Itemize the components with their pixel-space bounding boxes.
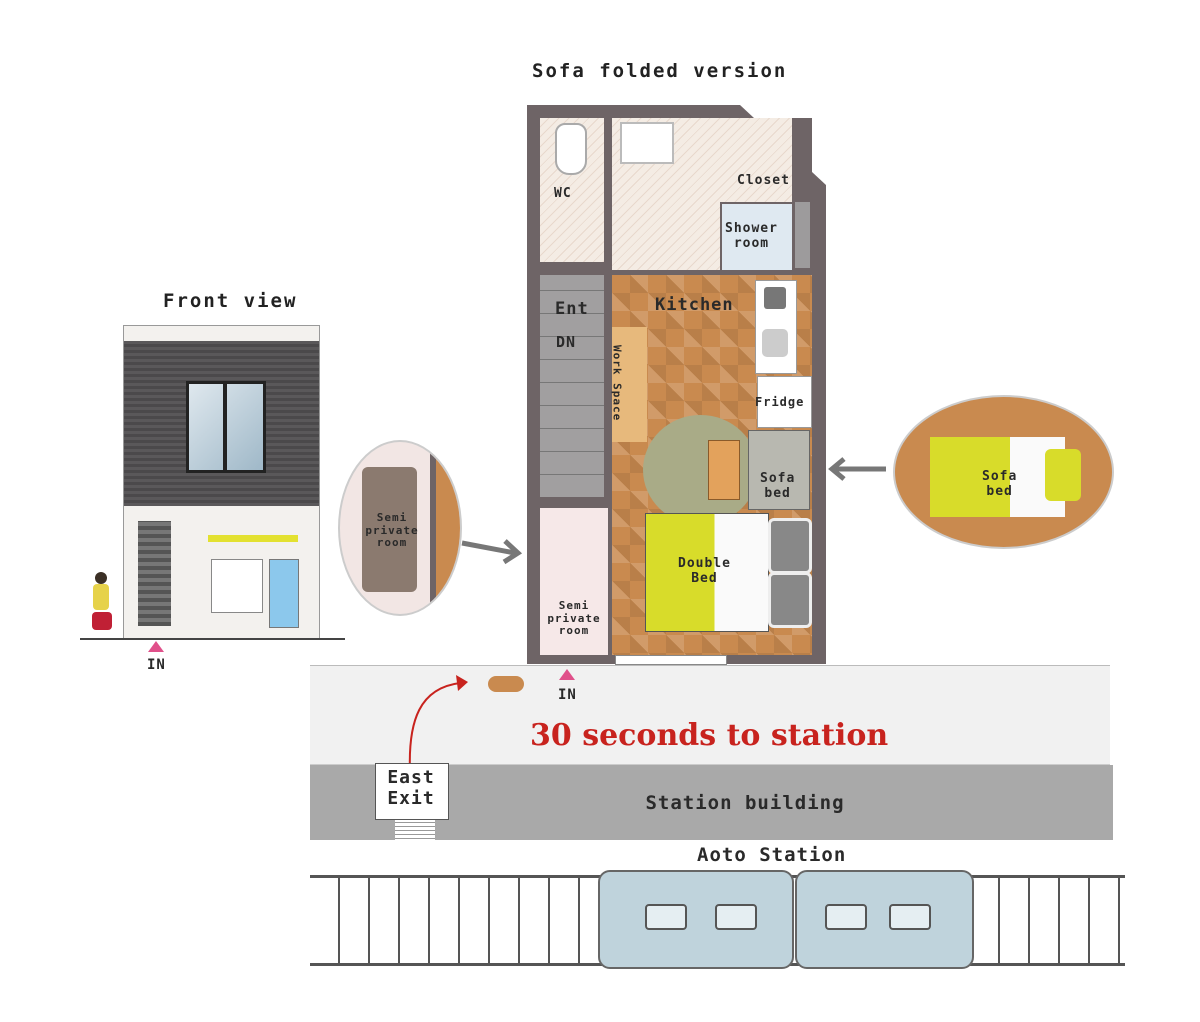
station-name: Aoto Station bbox=[697, 844, 847, 866]
semi-private-room bbox=[540, 508, 608, 655]
detail-sofa-line2: bed bbox=[986, 483, 1013, 499]
route-arrow-icon bbox=[408, 675, 468, 773]
sofa-label-line1: Sofa bbox=[760, 471, 796, 486]
train-car bbox=[598, 870, 794, 969]
ent-label: Ent bbox=[555, 299, 589, 319]
dn-label: DN bbox=[556, 333, 577, 351]
work-space-label: Work Space bbox=[610, 345, 624, 422]
shop-window bbox=[211, 559, 263, 613]
work-label-line1: Work bbox=[610, 345, 624, 376]
in-marker-plan-icon bbox=[559, 669, 575, 680]
closet-label: Closet bbox=[737, 173, 790, 188]
arrow-right-icon bbox=[461, 539, 523, 565]
round-rug bbox=[643, 415, 758, 525]
semi-label-line3: room bbox=[558, 624, 590, 638]
kitchen-label: Kitchen bbox=[655, 295, 734, 315]
fridge-label: Fridge bbox=[755, 395, 805, 409]
in-marker-icon bbox=[148, 641, 164, 652]
plan-in-label: IN bbox=[558, 687, 577, 703]
shower-label-line2: room bbox=[733, 235, 770, 251]
east-exit-line2: Exit bbox=[387, 787, 435, 809]
station-building-label: Station building bbox=[645, 792, 845, 814]
double-bed bbox=[645, 513, 769, 632]
upper-window bbox=[186, 381, 266, 473]
walker-figure bbox=[488, 676, 524, 692]
detail-sofa-line1: Sofa bbox=[982, 469, 1018, 484]
bed-label-line1: Double bbox=[678, 556, 731, 571]
sink-icon bbox=[620, 122, 674, 164]
headline: 30 seconds to station bbox=[530, 718, 889, 753]
wc-label: WC bbox=[554, 186, 572, 201]
east-exit-sign bbox=[375, 763, 449, 820]
street bbox=[310, 665, 1110, 765]
traveler-figure bbox=[90, 572, 112, 634]
east-exit-line1: East bbox=[387, 767, 435, 788]
coffee-table bbox=[708, 440, 740, 500]
entrance-door bbox=[138, 521, 171, 626]
bed-label-line2: Bed bbox=[691, 570, 718, 586]
train-car bbox=[795, 870, 974, 969]
kitchen-counter bbox=[755, 280, 797, 374]
semi-label-line1: Semi bbox=[558, 599, 590, 612]
shower-room bbox=[720, 202, 794, 272]
work-space-desk bbox=[612, 327, 647, 442]
floor-plan-title: Sofa folded version bbox=[532, 60, 788, 82]
detail-semi-line3: room bbox=[376, 536, 408, 550]
building-front bbox=[123, 325, 320, 640]
detail-semi-line2: private bbox=[365, 523, 419, 537]
detail-semi-line1: Semi bbox=[376, 511, 408, 524]
toilet-icon bbox=[555, 123, 587, 175]
entrance-stairs bbox=[540, 275, 604, 497]
front-view-title: Front view bbox=[163, 290, 298, 312]
blue-door bbox=[269, 559, 299, 628]
sofa-bed bbox=[748, 430, 810, 510]
arrow-left-icon bbox=[828, 457, 886, 481]
front-in-label: IN bbox=[147, 657, 166, 673]
fridge bbox=[757, 376, 812, 428]
semi-label-line2: private bbox=[547, 611, 601, 625]
sofa-label-line2: bed bbox=[764, 485, 791, 501]
shower-label-line1: Shower bbox=[725, 221, 778, 236]
work-label-line2: Space bbox=[610, 383, 624, 422]
